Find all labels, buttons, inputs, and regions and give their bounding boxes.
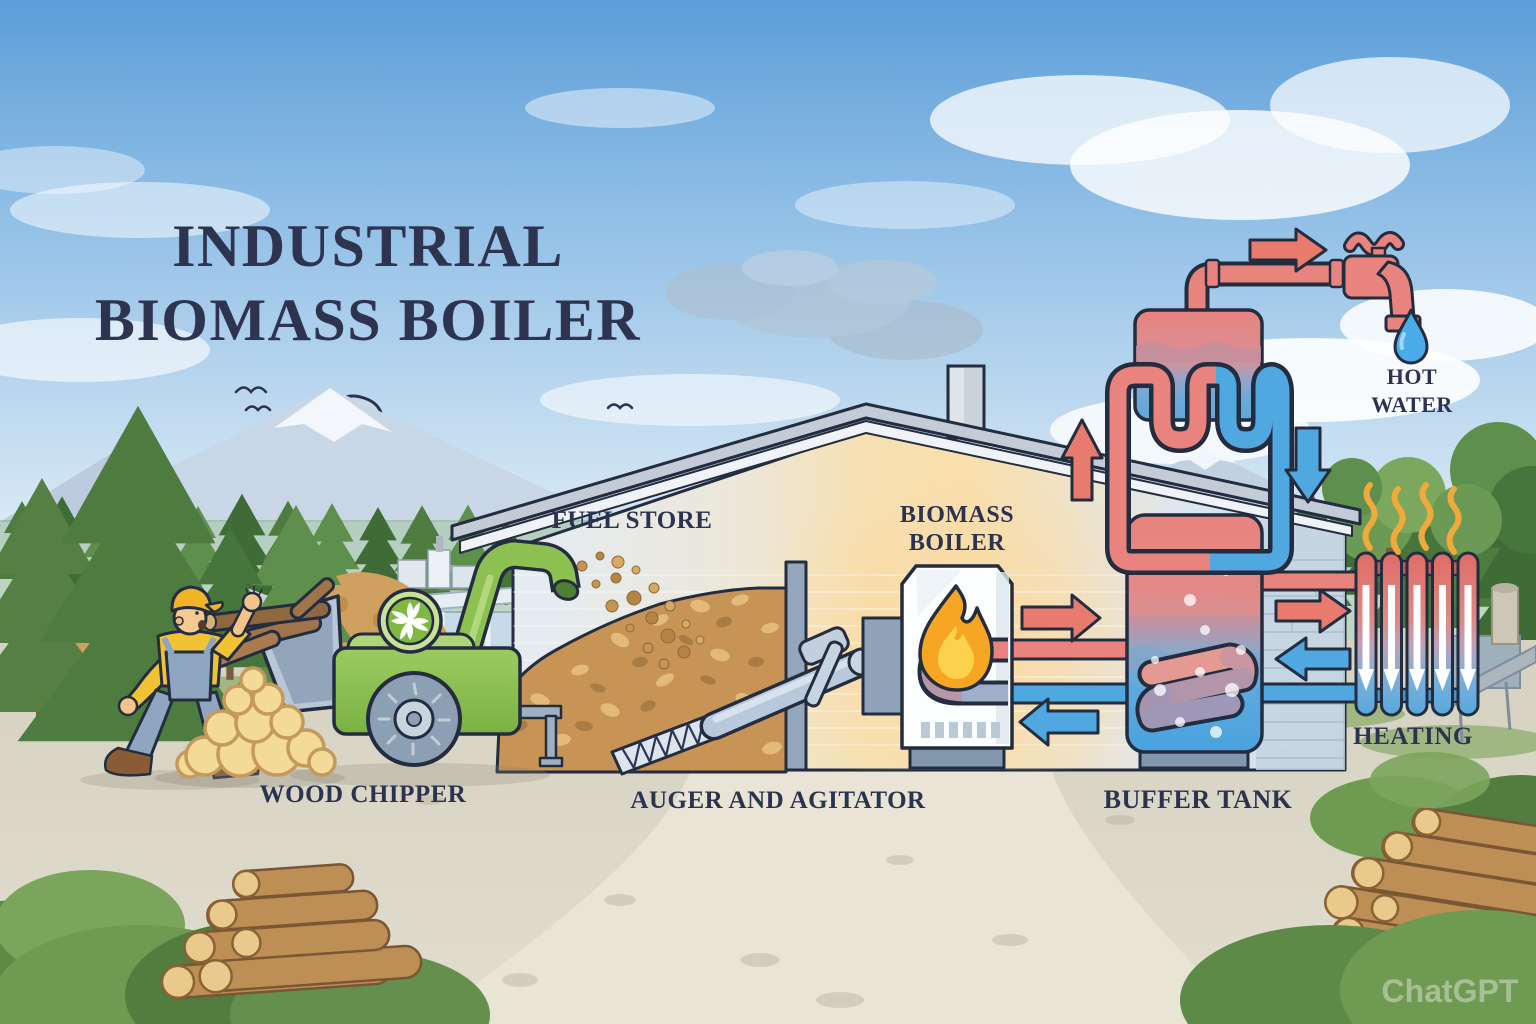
exchange-loop-pipes xyxy=(1105,362,1294,575)
water-droplet-icon xyxy=(1393,308,1429,365)
tank-coil xyxy=(1135,642,1259,733)
faucet xyxy=(1342,231,1422,333)
hot-water-pipe xyxy=(1184,258,1346,320)
chimney-and-smoke xyxy=(665,250,986,440)
bottom-left-foliage xyxy=(0,863,490,1024)
label-buffer-tank: BUFFER TANK xyxy=(1104,785,1293,814)
arrow-left-cold-return xyxy=(1018,697,1100,747)
arrow-left-radiator-return xyxy=(1274,636,1352,682)
arrow-up-hot xyxy=(1060,418,1104,502)
wheel xyxy=(366,671,462,767)
arrow-right-hot-supply xyxy=(1020,593,1102,643)
label-hot-water-2: WATER xyxy=(1371,392,1453,417)
wood-chip-spray xyxy=(576,551,705,670)
title-line1: INDUSTRIAL xyxy=(172,213,564,279)
flame-icon xyxy=(918,584,994,692)
biomass-boiler-unit xyxy=(900,564,1014,770)
pebbles xyxy=(416,795,1135,1008)
watermark: ChatGPT xyxy=(1382,973,1519,1009)
boiler-vents xyxy=(921,722,1000,738)
fan-icon xyxy=(377,588,443,654)
smoke xyxy=(665,250,983,360)
label-auger-agitator: AUGER AND AGITATOR xyxy=(630,787,926,814)
title: INDUSTRIAL BIOMASS BOILER xyxy=(95,213,641,353)
label-wood-chipper: WOOD CHIPPER xyxy=(260,781,467,808)
heat-waves xyxy=(1362,482,1462,555)
auger-and-agitator xyxy=(610,616,907,776)
leafy-trees-right xyxy=(1322,422,1536,608)
pipes-boiler-tank xyxy=(1003,570,1364,705)
label-fuel-store: FUEL STORE xyxy=(552,507,713,534)
divider-post xyxy=(784,560,808,772)
radiator xyxy=(1354,482,1480,717)
gravel-road xyxy=(420,772,1250,1024)
bottom-right-foliage xyxy=(1180,752,1536,1024)
roof xyxy=(450,402,1362,554)
label-hot-water-1: HOT xyxy=(1387,364,1437,389)
arrow-down-cold xyxy=(1284,426,1332,504)
soft-clouds xyxy=(0,57,1536,464)
label-heating: HEATING xyxy=(1353,723,1473,750)
label-biomass-boiler-2: BOILER xyxy=(909,530,1006,556)
title-line2: BIOMASS BOILER xyxy=(95,287,641,353)
log-stack-left xyxy=(160,863,423,1000)
birds xyxy=(234,386,634,412)
arrow-right-radiator-supply xyxy=(1274,588,1352,634)
worker-overalls xyxy=(164,650,214,702)
hard-hat xyxy=(170,585,213,615)
agitator-handle xyxy=(798,626,850,708)
boiler-intake-box xyxy=(861,616,907,716)
arrow-right-hot-water xyxy=(1248,227,1328,273)
radiator-down-arrows xyxy=(1358,585,1476,691)
worker-boot-left xyxy=(104,746,154,777)
label-biomass-boiler-1: BIOMASS xyxy=(900,502,1014,528)
log-end-pile xyxy=(155,666,345,788)
